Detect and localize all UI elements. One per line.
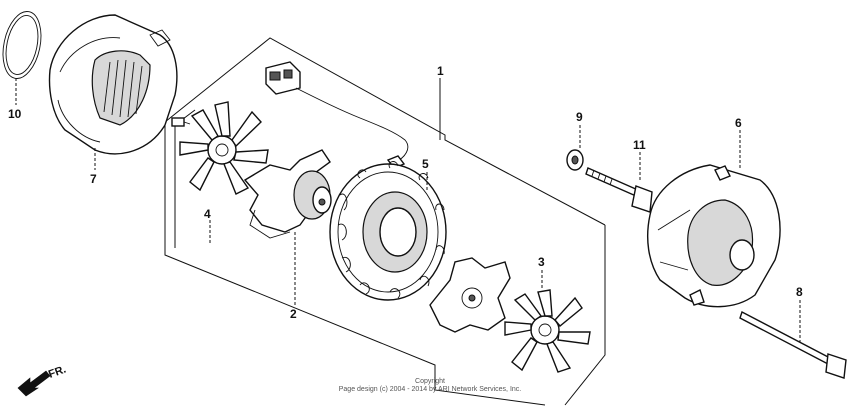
rotor-rear-half[interactable]: [429, 257, 511, 333]
bolt-part-11[interactable]: [585, 152, 653, 213]
callout-6[interactable]: 6: [735, 116, 742, 130]
rotor-part-2[interactable]: [243, 149, 332, 305]
stator-part-5[interactable]: [329, 161, 447, 301]
rear-housing-part-6[interactable]: [647, 130, 781, 308]
copyright-line-1: Copyright: [415, 378, 445, 385]
rear-fan-part-3[interactable]: [504, 270, 591, 373]
callout-8[interactable]: 8: [796, 285, 803, 299]
callout-2[interactable]: 2: [290, 307, 297, 321]
front-cover-part-7[interactable]: [48, 14, 178, 170]
callout-1[interactable]: 1: [437, 64, 444, 78]
callout-11[interactable]: 11: [633, 138, 646, 152]
o-ring-part-10[interactable]: [0, 8, 47, 105]
through-bolt-part-8[interactable]: [739, 300, 847, 379]
copyright-line-2: Page design (c) 2004 - 2014 by ARI Netwo…: [338, 386, 522, 393]
direction-label: FR.: [47, 363, 68, 380]
washer-part-9[interactable]: [566, 125, 584, 171]
assembly-bracket: [164, 37, 606, 406]
callout-9[interactable]: 9: [576, 110, 583, 124]
front-fan-part-4[interactable]: [179, 101, 269, 245]
callout-7[interactable]: 7: [90, 172, 97, 186]
callout-3[interactable]: 3: [538, 255, 545, 269]
wire-connector[interactable]: [265, 61, 409, 169]
copyright-notice: Copyright Page design (c) 2004 - 2014 by…: [330, 378, 530, 394]
callout-10[interactable]: 10: [8, 107, 22, 121]
front-direction-arrow: [17, 370, 51, 397]
terminal-screw[interactable]: [171, 117, 191, 127]
callout-4[interactable]: 4: [204, 207, 211, 221]
callout-5[interactable]: 5: [422, 157, 429, 171]
